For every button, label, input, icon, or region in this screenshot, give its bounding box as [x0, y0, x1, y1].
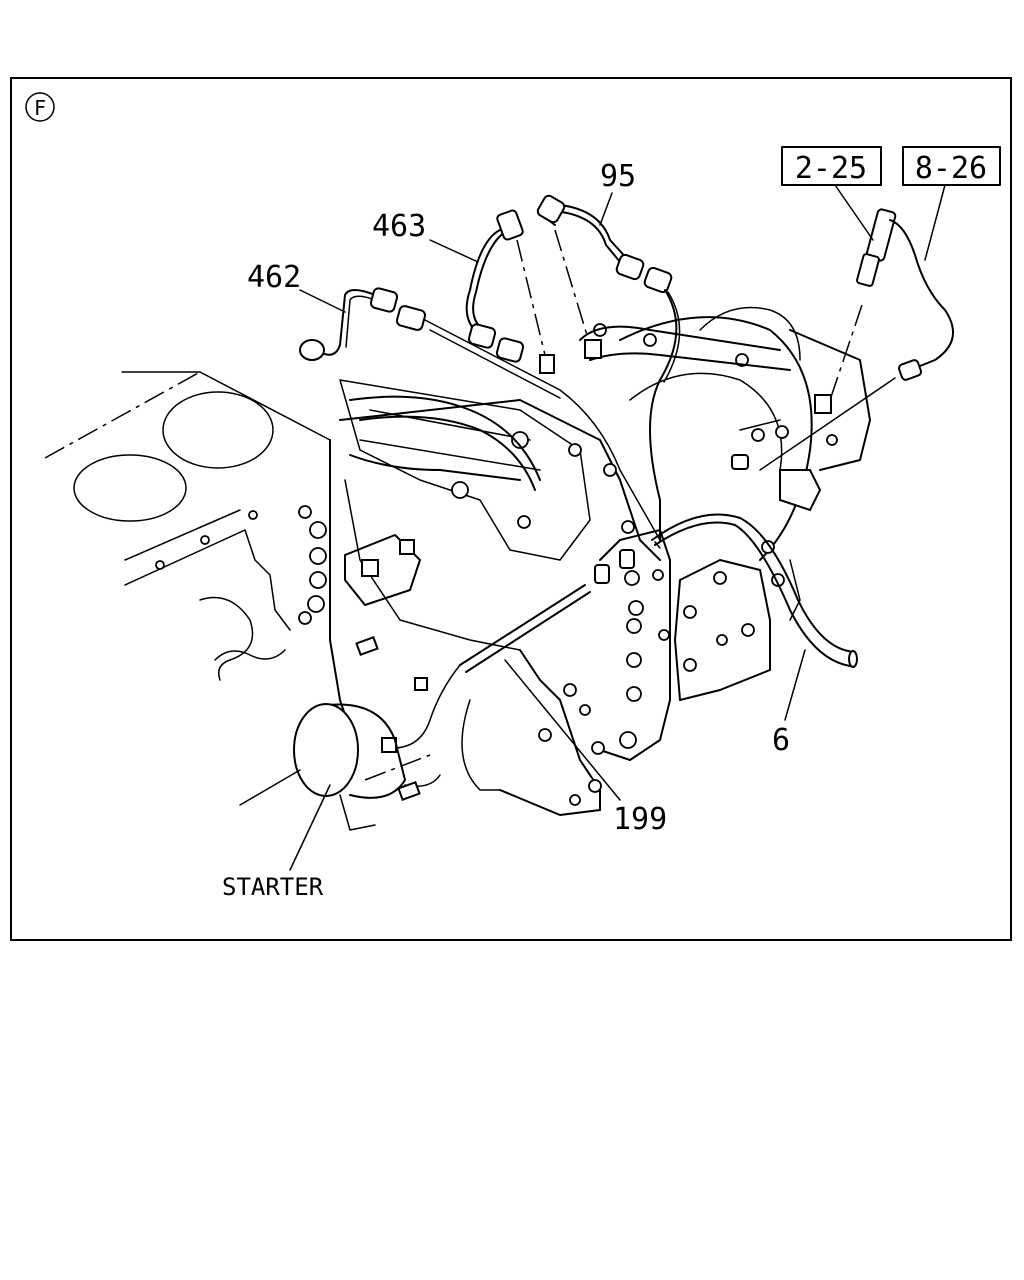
connector-199-b: [381, 737, 397, 753]
harness-95: [536, 194, 681, 541]
cylinder-head-outline: [44, 371, 331, 681]
housing-bolts: [298, 323, 838, 806]
reference-8-26: 8-26: [915, 151, 987, 186]
harness-462: [299, 287, 661, 541]
starter-motor: [239, 636, 441, 831]
diagram-frame: [10, 77, 1012, 941]
connector-463-plug: [496, 209, 524, 241]
harness-463: [465, 209, 555, 374]
callout-6: 6: [772, 723, 790, 758]
callout-462: 462: [247, 260, 301, 295]
transmission-cover: [674, 559, 771, 701]
ring-terminal-462: [299, 339, 325, 361]
injection-pipes: [349, 325, 791, 491]
harness-199: [381, 549, 635, 753]
section-marker: F: [25, 92, 55, 122]
sensor-assembly: [731, 208, 954, 512]
starter-label: STARTER: [222, 873, 324, 901]
reference-2-25: 2-25: [795, 151, 867, 186]
pump-bracket: [344, 534, 421, 606]
harness-6: [651, 513, 858, 668]
leader-lines: [289, 184, 946, 871]
reference-box-8-26: 8-26: [902, 146, 1001, 186]
connector-199-a: [414, 677, 428, 691]
connector-95-plug: [536, 194, 566, 224]
section-marker-letter: F: [34, 96, 46, 120]
reference-box-2-25: 2-25: [781, 146, 882, 186]
cylinder-bore-2: [73, 454, 187, 522]
bell-housing: [619, 316, 813, 561]
callout-199: 199: [613, 802, 667, 837]
callout-95: 95: [600, 159, 636, 194]
callout-463: 463: [372, 209, 426, 244]
cylinder-bore-1: [162, 391, 274, 469]
